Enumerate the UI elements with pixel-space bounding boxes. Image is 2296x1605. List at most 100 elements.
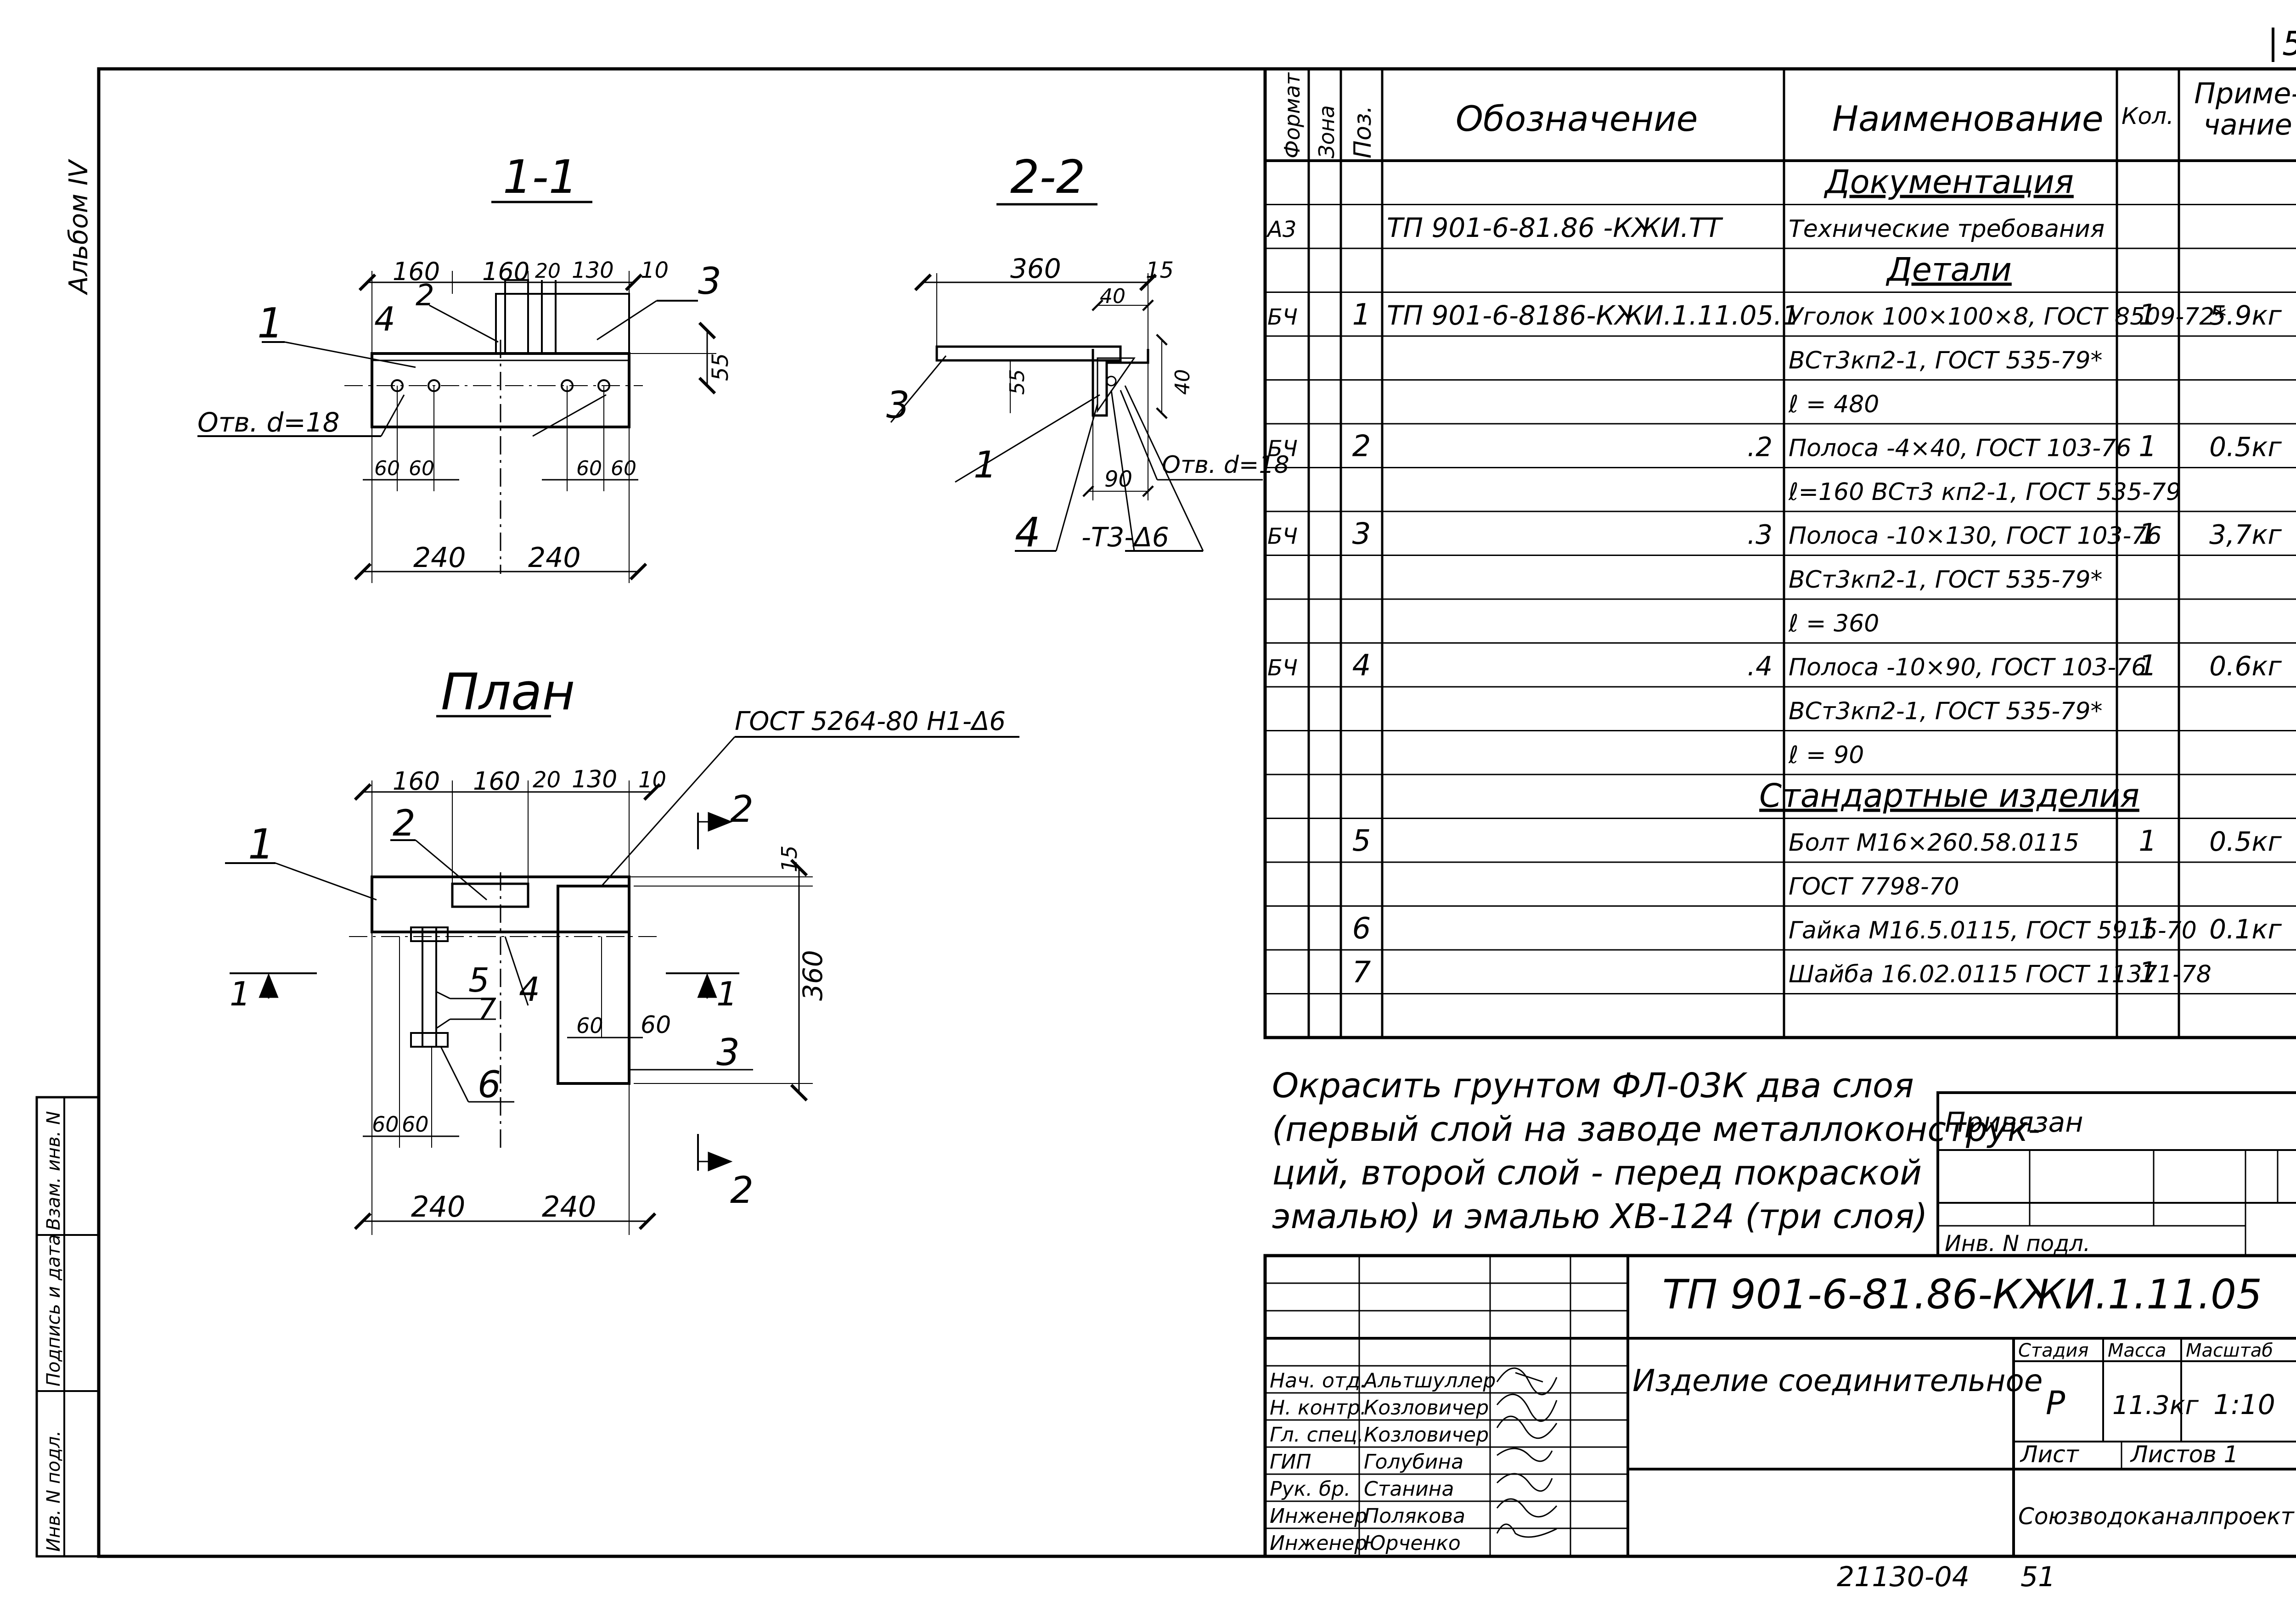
spec-cell-pos: 3 [1352,517,1371,551]
weld-label: -Т3-Δ6 [1081,522,1169,553]
hdr-note: Приме-чание [2194,78,2296,141]
callout-4: 4 [374,300,395,338]
stage-label: Стадия [2018,1340,2088,1361]
spec-header: Формат Зона Поз. Обозначение Наименовани… [1280,72,2296,158]
spec-cell-note: 0.5кг [2209,826,2282,857]
spec-cell-name: Стандартные изделия [1759,777,2139,815]
sheet-label: Лист [2020,1441,2080,1468]
staff-role: Инженер [1270,1504,1367,1528]
spec-cell-name: ВСт3кп2-1, ГОСТ 535-79* [1789,566,2102,594]
staff-role: Гл. спец. [1270,1423,1364,1447]
spec-cell-name: ВСт3кп2-1, ГОСТ 535-79* [1789,347,2102,375]
binding-inv: Инв. N подл. [1945,1231,2090,1257]
bottom-page: 51 [2020,1561,2055,1593]
album-label: Альбом IV [64,159,94,295]
spec-cell-name: Шайба 16.02.0115 ГОСТ 11371-78 [1789,961,2212,988]
callout-4b: 4 [1015,509,1041,556]
spec-cell-name: Полоса -10×90, ГОСТ 103-76 [1789,654,2146,681]
stamp-podpis: Подпись и дата [43,1235,64,1386]
spec-cell-name: Документация [1823,163,2074,201]
spec-cell-name: ℓ = 480 [1788,391,1879,418]
hdr-qty: Кол. [2122,103,2174,129]
staff-role: Нач. отд. [1270,1369,1367,1392]
cut-2-top: 2 [730,788,754,831]
plan-dim-60b: 60 [402,1112,429,1137]
spec-cell-qty: 1 [2138,956,2156,989]
item-name: Изделие соединительное [1632,1363,2043,1398]
spec-cell-qty: 1 [2138,824,2156,858]
org-name: Союзводоканалпроект [2018,1503,2295,1530]
section-2-2-labels: 360 15 40 40 55 90 Отв. d=18 -Т3-Δ6 3 1 … [886,253,1289,556]
plan-view: План [225,662,1019,1235]
dim-55: 55 [708,353,733,381]
plan-dim-20: 20 [533,767,561,793]
sheets-label: Листов 1 [2130,1441,2238,1468]
stage-value: Р [2046,1384,2065,1422]
callout-3: 3 [698,260,721,303]
section-1-1-title: 1-1 [503,150,578,204]
spec-cell-qty: 1 [2138,430,2156,463]
callout-3b: 3 [886,384,910,427]
plan-dim-60d: 60 [641,1011,671,1039]
note-line-1: Окрасить грунтом ФЛ-03К два слоя [1272,1066,1914,1106]
staff-role: Рук. бр. [1270,1477,1351,1501]
spec-cell-format: БЧ [1267,304,1298,330]
staff-name: Полякова [1364,1504,1465,1528]
archive-number: 21130-04 [1837,1561,1970,1593]
dim-60b: 60 [409,457,434,480]
plan-callout-2: 2 [393,803,416,844]
spec-cell-format: А3 [1266,217,1296,242]
hdr-format: Формат [1280,72,1305,158]
dim-240a: 240 [413,542,466,574]
note-line-4: эмалью) и эмалью ХВ-124 (три слоя) [1272,1197,1928,1236]
staff-name: Юрченко [1364,1532,1461,1555]
binding-label: Привязан [1945,1106,2083,1139]
doc-code: ТП 901-6-81.86-КЖИ.1.11.05 [1662,1271,2262,1318]
plan-labels: ГОСТ 5264-80 Н1-Δ6 160 160 20 130 10 240… [230,707,1006,1223]
spec-cell-name: ℓ = 90 [1788,741,1864,769]
dim-20: 20 [535,259,561,283]
callout-1: 1 [257,299,283,348]
hdr-designation: Обозначение [1456,98,1698,139]
plan-dim-160b: 160 [473,767,520,796]
dim-60d: 60 [611,457,636,480]
spec-table [1263,67,2296,1039]
dim-160a: 160 [393,257,440,286]
spec-cell-note: 0.5кг [2209,432,2282,463]
spec-cell-pos: 2 [1352,430,1371,464]
spec-cell-designation: .3 [1747,519,1773,550]
plan-callout-4: 4 [519,970,540,1009]
spec-cell-pos: 5 [1352,824,1371,858]
plan-dim-130: 130 [572,766,617,793]
spec-cell-qty: 1 [2138,517,2156,551]
mass-value: 11.3кг [2112,1391,2199,1420]
spec-cell-name: Детали [1885,251,2012,289]
callout-2: 2 [416,279,434,313]
plan-dim-15: 15 [777,845,802,872]
spec-cell-name: Гайка М16.5.0115, ГОСТ 5915-70 [1789,917,2197,944]
dim-40b: 40 [1171,369,1194,395]
page-number: 50 [2282,24,2296,63]
note-line-3: ций, второй слой - перед покраской [1272,1153,1922,1193]
dim-160b: 160 [482,257,529,286]
spec-cell-name: Полоса -4×40, ГОСТ 103-76 [1789,435,2131,462]
dim-60c: 60 [576,457,602,480]
dim-55b: 55 [1006,369,1029,395]
staff-name: Станина [1364,1477,1454,1501]
spec-cell-name: Технические требования [1789,215,2105,243]
spec-cell-note: 3,7кг [2209,519,2282,550]
staff-name: Альтшуллер [1362,1369,1496,1392]
spec-cell-format: БЧ [1267,524,1298,550]
note-line-2: (первый слой на заводе металлоконструк- [1272,1110,2040,1149]
plan-dim-60c: 60 [576,1013,603,1038]
stamp-inv: Инв. N подл. [43,1431,64,1552]
hole-label-22: Отв. d=18 [1162,451,1289,479]
spec-cell-name: ГОСТ 7798-70 [1789,873,1959,901]
spec-cell-designation: ТП 901-6-81.86 -КЖИ.ТТ [1387,212,1723,243]
spec-cell-format: БЧ [1267,436,1298,462]
spec-cell-qty: 1 [2138,912,2156,945]
spec-cell-designation: .2 [1747,432,1773,463]
cut-2-bottom: 2 [730,1169,754,1212]
